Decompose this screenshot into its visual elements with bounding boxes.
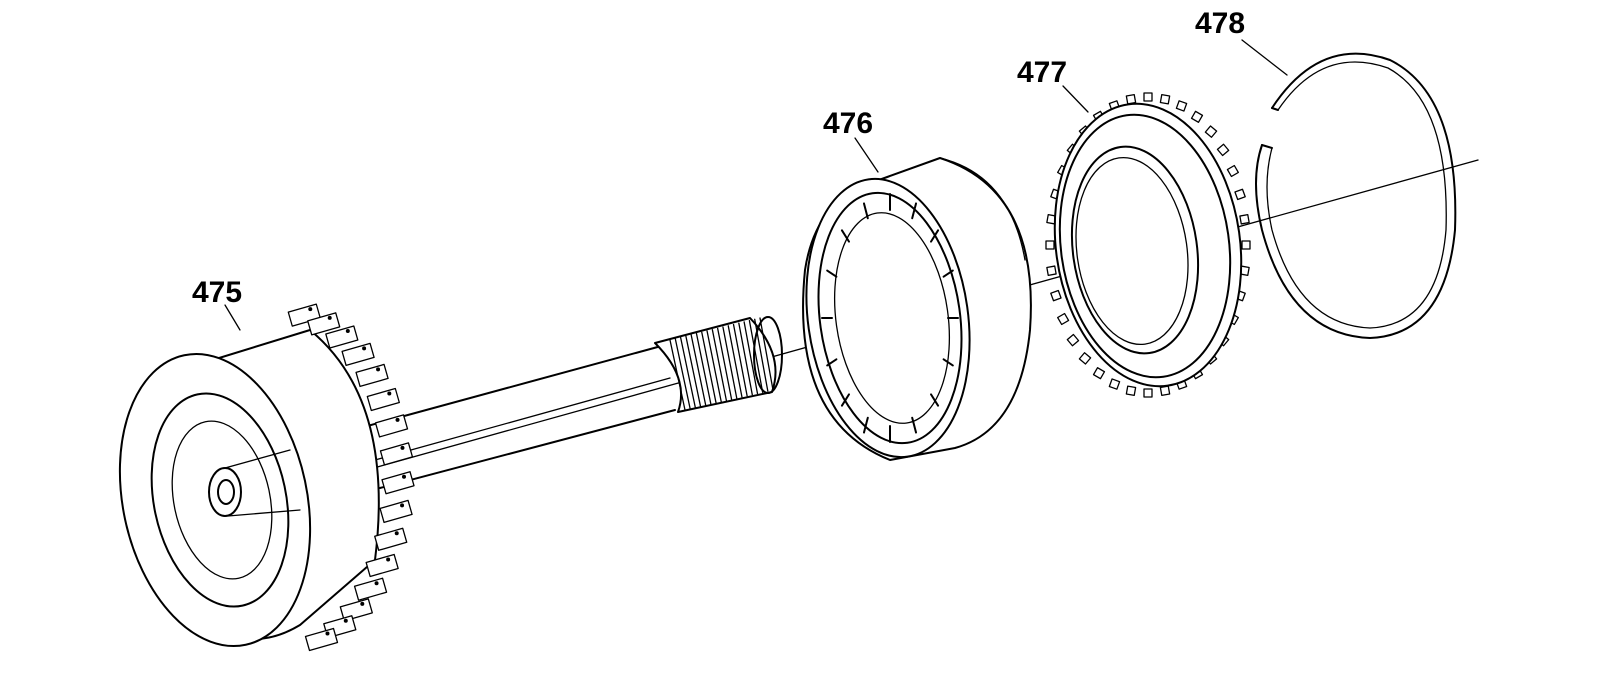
gear-tooth-dot	[400, 445, 405, 450]
leader-477	[1062, 85, 1089, 113]
bearing-roller	[911, 416, 918, 434]
gear-tooth-dot	[374, 581, 379, 586]
spline-line	[743, 321, 759, 395]
ring-tooth	[1125, 93, 1137, 105]
gear-tooth-dot	[343, 618, 348, 623]
ring-tooth	[1204, 125, 1218, 138]
ring-tooth	[1066, 333, 1080, 347]
ring-tooth	[1241, 240, 1251, 250]
bearing-roller	[862, 416, 869, 434]
leader-475	[224, 304, 241, 331]
gear-tooth	[374, 414, 409, 438]
ring-tooth	[1159, 385, 1171, 397]
bearing-roller	[911, 202, 918, 220]
spline-line	[706, 330, 722, 403]
part-478-snap-ring	[1255, 52, 1457, 339]
spline-line	[674, 338, 691, 410]
ring-tooth	[1143, 388, 1153, 398]
bearing-roller	[942, 358, 954, 367]
leader-478	[1241, 39, 1288, 76]
gear-tooth	[365, 553, 399, 578]
gear-tooth	[379, 499, 413, 524]
spline-line	[727, 325, 743, 398]
gear-tooth	[355, 363, 389, 388]
gear-tooth-dot	[376, 367, 381, 372]
spline-line	[738, 322, 753, 396]
ring-tooth	[1125, 385, 1137, 397]
spline-line	[711, 328, 728, 402]
callout-478: 478	[1195, 7, 1245, 40]
ring-tooth	[1234, 188, 1246, 201]
ring-tooth	[1045, 240, 1055, 250]
spline-line	[748, 319, 764, 394]
bearing-roller	[840, 393, 850, 407]
ring-tooth	[1216, 143, 1230, 157]
spline-line	[732, 323, 748, 397]
gear-tooth	[366, 387, 400, 412]
bearing-roller	[942, 269, 954, 278]
callout-477: 477	[1017, 56, 1067, 89]
ring-tooth	[1108, 378, 1121, 390]
bearing-roller	[862, 202, 869, 220]
leader-476	[854, 137, 879, 173]
part-475-shaft-gear	[118, 303, 783, 652]
spline-line	[679, 336, 697, 409]
leader-lines	[224, 39, 1288, 331]
gear-tooth	[374, 527, 408, 551]
gear-tooth-dot	[308, 307, 313, 312]
gear-tooth	[341, 342, 375, 367]
part-476-bearing	[802, 157, 1032, 461]
ring-tooth	[1057, 312, 1070, 326]
gear-tooth-dot	[325, 631, 330, 636]
gear-tooth-dot	[360, 601, 365, 606]
ring-tooth	[1046, 265, 1057, 276]
spline-line	[695, 332, 712, 405]
gear-tooth-dot	[401, 474, 406, 479]
gear-tooth-dot	[386, 557, 391, 562]
ring-tooth	[1175, 100, 1188, 112]
gear-tooth	[353, 577, 388, 601]
bearing-roller	[826, 269, 838, 278]
spline-line	[690, 334, 707, 406]
spline-line	[716, 327, 733, 401]
ring-tooth	[1226, 164, 1239, 178]
ring-tooth	[1078, 352, 1092, 365]
part-477-toothed-ring	[1045, 92, 1251, 398]
ring-tooth	[1190, 110, 1204, 123]
gear-tooth-dot	[345, 329, 350, 334]
spline-line	[722, 326, 738, 399]
shaft	[359, 344, 676, 489]
gear-tooth-dot	[362, 346, 367, 351]
gear-tooth-dot	[387, 391, 392, 396]
gear-tooth-dot	[394, 531, 399, 536]
gear-tooth	[379, 442, 414, 466]
bearing-roller	[930, 393, 940, 407]
ring-tooth	[1092, 367, 1106, 380]
gear-tooth	[325, 325, 359, 349]
shaft-spline	[654, 316, 783, 413]
spline-line	[759, 317, 774, 391]
bearing-roller	[826, 358, 838, 367]
gear-tooth	[304, 627, 339, 652]
spline-line	[669, 339, 686, 411]
gear-drum	[118, 303, 415, 652]
spline-line	[701, 331, 717, 404]
callout-476: 476	[823, 107, 873, 140]
ring-tooth	[1239, 214, 1250, 225]
gear-tooth	[381, 471, 415, 495]
gear-tooth	[339, 598, 373, 622]
bearing-roller	[930, 229, 940, 243]
gear-tooth	[307, 312, 341, 336]
ring-tooth	[1143, 92, 1153, 102]
gear-tooth-dot	[327, 315, 332, 320]
ring-tooth	[1159, 93, 1171, 105]
callout-475: 475	[192, 276, 242, 309]
bearing-roller	[840, 229, 850, 243]
ring-tooth	[1050, 289, 1062, 302]
spline-line	[685, 335, 702, 408]
gear-tooth-dot	[395, 417, 400, 422]
gear-tooth-dot	[400, 503, 405, 508]
